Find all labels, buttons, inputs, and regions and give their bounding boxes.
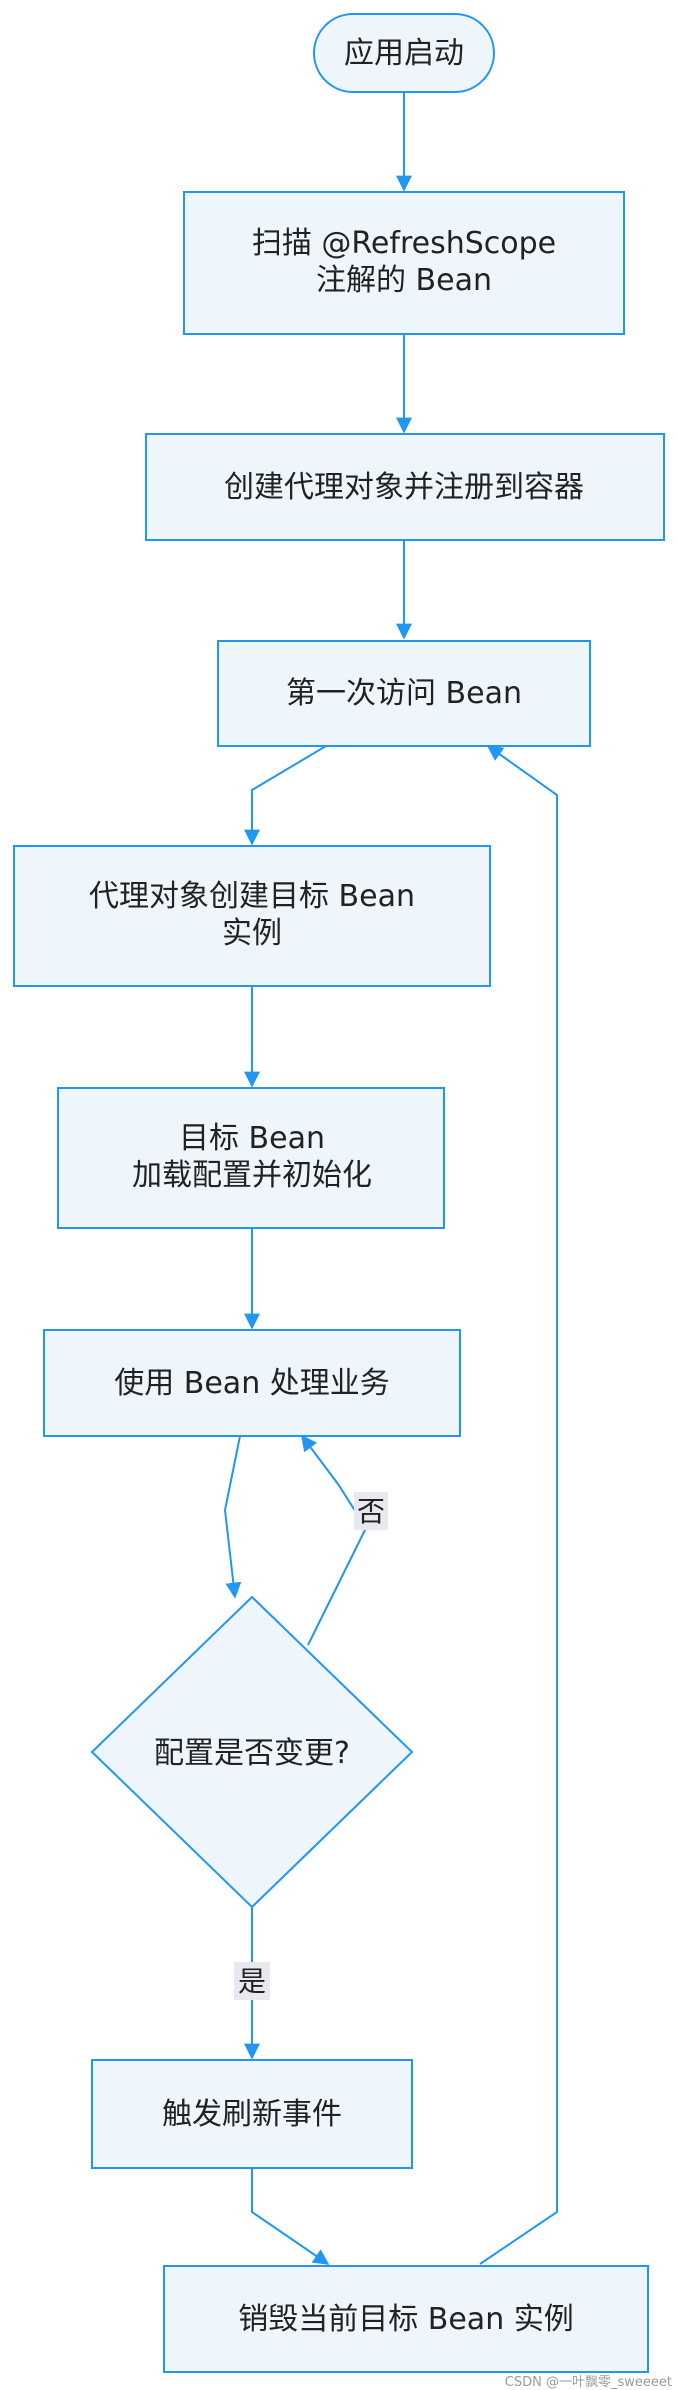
node-proxy-create	[13, 845, 491, 987]
node-proxy-create-label-line2: 实例	[222, 916, 282, 951]
edge-destroy-to-first-access	[479, 745, 558, 2265]
edge-trigger-to-destroy	[251, 2169, 330, 2265]
node-first-access	[217, 640, 591, 747]
node-start	[313, 13, 495, 93]
node-first-access-label: 第一次访问 Bean	[286, 676, 522, 711]
edge-decision-no-to-use	[301, 1434, 368, 1646]
node-use-bean	[43, 1329, 461, 1437]
node-trigger-refresh-label: 触发刷新事件	[162, 2097, 342, 2132]
node-register	[145, 433, 665, 541]
edge-label-yes-bg	[234, 1962, 270, 2000]
node-use-bean-label: 使用 Bean 处理业务	[114, 1366, 390, 1401]
node-destroy-bean	[163, 2265, 649, 2373]
node-load-config-label-line1: 目标 Bean	[179, 1121, 325, 1156]
node-decision-label: 配置是否变更?	[154, 1736, 350, 1771]
node-scan-label-line1: 扫描 @RefreshScope	[252, 226, 556, 261]
node-trigger-refresh	[91, 2059, 413, 2169]
node-scan-label-line2: 注解的 Bean	[316, 263, 492, 298]
watermark: CSDN @一叶飘零_sweeeet	[505, 2375, 672, 2390]
node-destroy-bean-label: 销毁当前目标 Bean 实例	[238, 2302, 574, 2337]
node-load-config-label-line2: 加载配置并初始化	[132, 1158, 372, 1193]
node-scan	[183, 191, 625, 335]
node-proxy-create-label-line1: 代理对象创建目标 Bean	[89, 879, 415, 914]
node-start-label: 应用启动	[344, 36, 464, 71]
edge-label-no: 否	[357, 1495, 385, 1528]
node-load-config	[57, 1087, 445, 1229]
edge-label-no-bg	[354, 1492, 388, 1530]
edge-use-to-decision	[223, 1435, 242, 1599]
edge-first-access-to-proxy	[244, 745, 327, 846]
node-register-label: 创建代理对象并注册到容器	[224, 470, 584, 505]
edge-label-yes: 是	[238, 1965, 266, 1998]
node-decision	[90, 1595, 414, 1909]
